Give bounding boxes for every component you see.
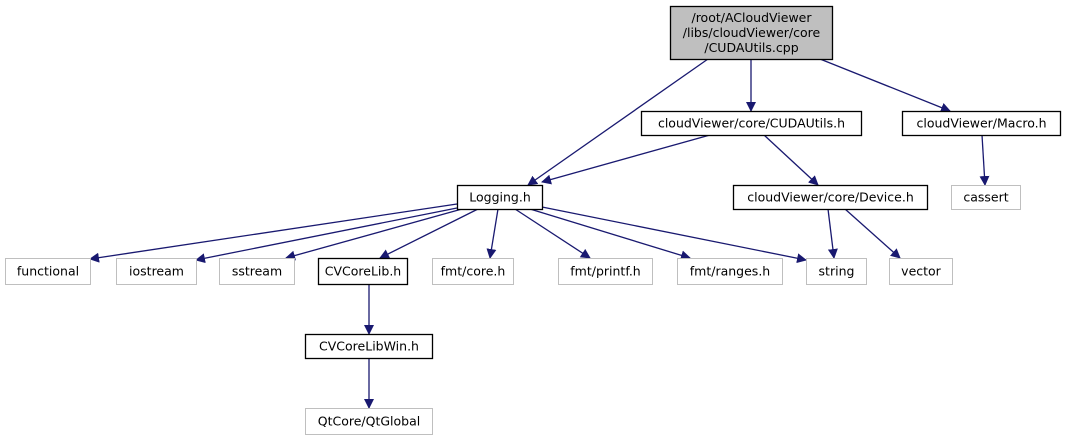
node-box [640, 110, 863, 137]
node-label: cloudViewer/Macro.h [916, 116, 1046, 131]
node-cvcorelib_h[interactable]: CVCoreLib.h [317, 257, 409, 286]
node-device_h[interactable]: cloudViewer/core/Device.h [732, 184, 929, 211]
node-box [317, 257, 409, 286]
node-label: string [819, 264, 855, 279]
edge-logging_h-to-fmt_ranges_h [529, 208, 691, 261]
node-label: /root/ACloudViewer [691, 10, 812, 25]
edge-logging_h-to-fmt_core_h [486, 208, 499, 259]
edge-device_h-to-vector [844, 208, 901, 259]
node-box [219, 258, 295, 285]
node-fmt_ranges_h: fmt/ranges.h [677, 258, 783, 285]
node-label: Logging.h [469, 190, 531, 205]
node-box [558, 258, 653, 285]
node-box [304, 333, 434, 360]
node-cvcorelibwin_h[interactable]: CVCoreLibWin.h [304, 333, 434, 360]
edge-root-to-logging_h [527, 58, 709, 186]
node-cudautils_h[interactable]: cloudViewer/core/CUDAUtils.h [640, 110, 863, 137]
node-label: fmt/ranges.h [690, 264, 770, 279]
nodes: /root/ACloudViewer/libs/cloudViewer/core… [5, 5, 1062, 435]
node-functional: functional [5, 258, 91, 285]
node-fmt_printf_h: fmt/printf.h [558, 258, 653, 285]
edge-logging_h-to-functional [89, 203, 458, 263]
node-label: /CUDAUtils.cpp [704, 40, 798, 55]
node-box [669, 5, 834, 61]
node-box [901, 110, 1062, 137]
node-box [951, 185, 1021, 210]
node-box [677, 258, 783, 285]
node-sstream: sstream [219, 258, 295, 285]
node-label: vector [901, 264, 942, 279]
node-logging_h[interactable]: Logging.h [456, 184, 544, 211]
node-label: QtCore/QtGlobal [318, 414, 421, 429]
node-label: /libs/cloudViewer/core [683, 25, 821, 40]
edge-root-to-macro_h [819, 58, 951, 113]
node-qtglobal: QtCore/QtGlobal [305, 408, 433, 435]
edge-logging_h-to-iostream [195, 207, 458, 264]
node-label: fmt/core.h [441, 264, 506, 279]
node-box [305, 408, 433, 435]
node-box [456, 184, 544, 211]
edge-cudautils_h-to-logging_h [541, 134, 711, 185]
edge-macro_h-to-cassert [979, 134, 990, 186]
node-box [432, 258, 514, 285]
node-root[interactable]: /root/ACloudViewer/libs/cloudViewer/core… [669, 5, 834, 61]
node-box [5, 258, 91, 285]
edges [89, 58, 990, 409]
node-vector: vector [889, 258, 953, 285]
node-iostream: iostream [116, 258, 197, 285]
edge-cudautils_h-to-device_h [763, 134, 819, 186]
node-fmt_core_h: fmt/core.h [432, 258, 514, 285]
node-label: cloudViewer/core/Device.h [747, 190, 914, 205]
edge-logging_h-to-fmt_printf_h [514, 208, 591, 259]
node-box [732, 184, 929, 211]
node-label: sstream [232, 264, 282, 279]
node-box [889, 258, 953, 285]
node-label: cloudViewer/core/CUDAUtils.h [658, 116, 845, 131]
node-label: CVCoreLibWin.h [319, 339, 419, 354]
edge-logging_h-to-sstream [285, 208, 463, 261]
node-label: CVCoreLib.h [325, 264, 401, 279]
node-string: string [806, 258, 867, 285]
edge-logging_h-to-string [541, 206, 807, 264]
node-label: iostream [129, 264, 184, 279]
edge-logging_h-to-cvcorelib_h [379, 208, 479, 259]
node-label: cassert [963, 190, 1008, 205]
node-label: fmt/printf.h [570, 264, 640, 279]
node-box [806, 258, 867, 285]
node-cassert: cassert [951, 185, 1021, 210]
node-macro_h[interactable]: cloudViewer/Macro.h [901, 110, 1062, 137]
edge-device_h-to-string [827, 208, 838, 259]
node-box [116, 258, 197, 285]
node-label: functional [17, 264, 79, 279]
